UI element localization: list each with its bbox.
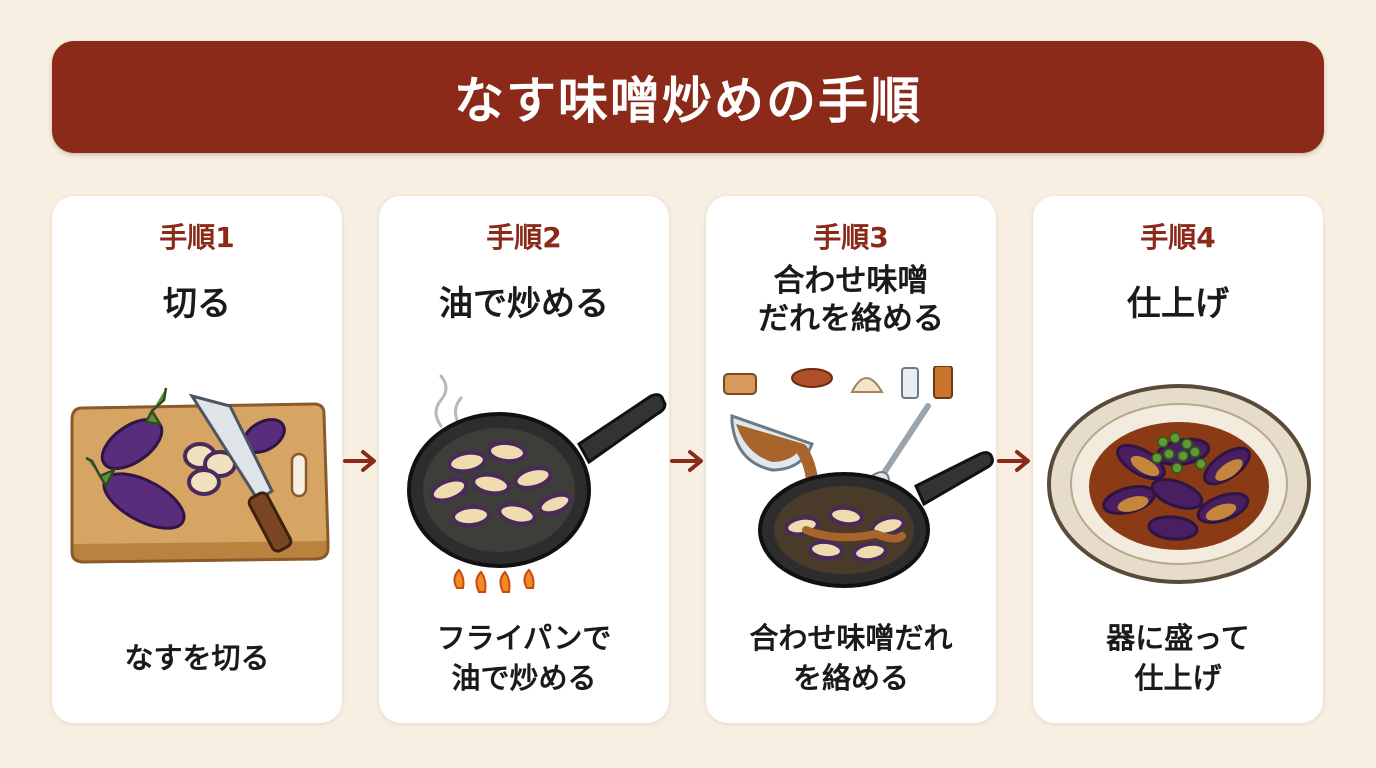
arrow-right-icon <box>343 450 376 472</box>
step-label: 手順4 <box>1140 221 1216 254</box>
step-description: 器に盛って 仕上げ <box>1106 621 1250 695</box>
step-description: フライパンで 油で炒める <box>436 621 612 695</box>
arrow-right-icon <box>670 450 703 472</box>
step-name: 合わせ味噌 だれを絡める <box>758 263 944 337</box>
step-label: 手順1 <box>159 221 235 254</box>
step-card-2: 手順2 油で炒める フライパンで 油で炒める <box>379 196 669 723</box>
title-bar: なす味噌炒めの手順 <box>52 41 1324 153</box>
sauce-pour-icon <box>723 366 994 588</box>
arrow-right-icon <box>997 450 1030 472</box>
step-label: 手順3 <box>813 221 889 254</box>
step-description: なすを切る <box>124 641 270 675</box>
eggplant-cutting-board-icon <box>70 387 330 564</box>
step-card-1: 手順1 切る なすを切る <box>52 196 342 723</box>
step-card-3: 手順3 合わせ味噌 だれを絡める 合わせ味噌だれ <box>706 196 996 723</box>
step-name: 切る <box>163 284 231 324</box>
step-description: 合わせ味噌だれ を絡める <box>749 621 953 695</box>
step-name: 仕上げ <box>1127 284 1229 324</box>
frying-pan-icon <box>407 374 667 593</box>
page-title: なす味噌炒めの手順 <box>454 72 922 130</box>
step-label: 手順2 <box>486 221 562 254</box>
step-card-4: 手順4 仕上げ 器に盛って 仕 <box>1033 196 1323 723</box>
finished-dish-icon <box>1047 384 1311 584</box>
step-name: 油で炒める <box>439 284 609 324</box>
